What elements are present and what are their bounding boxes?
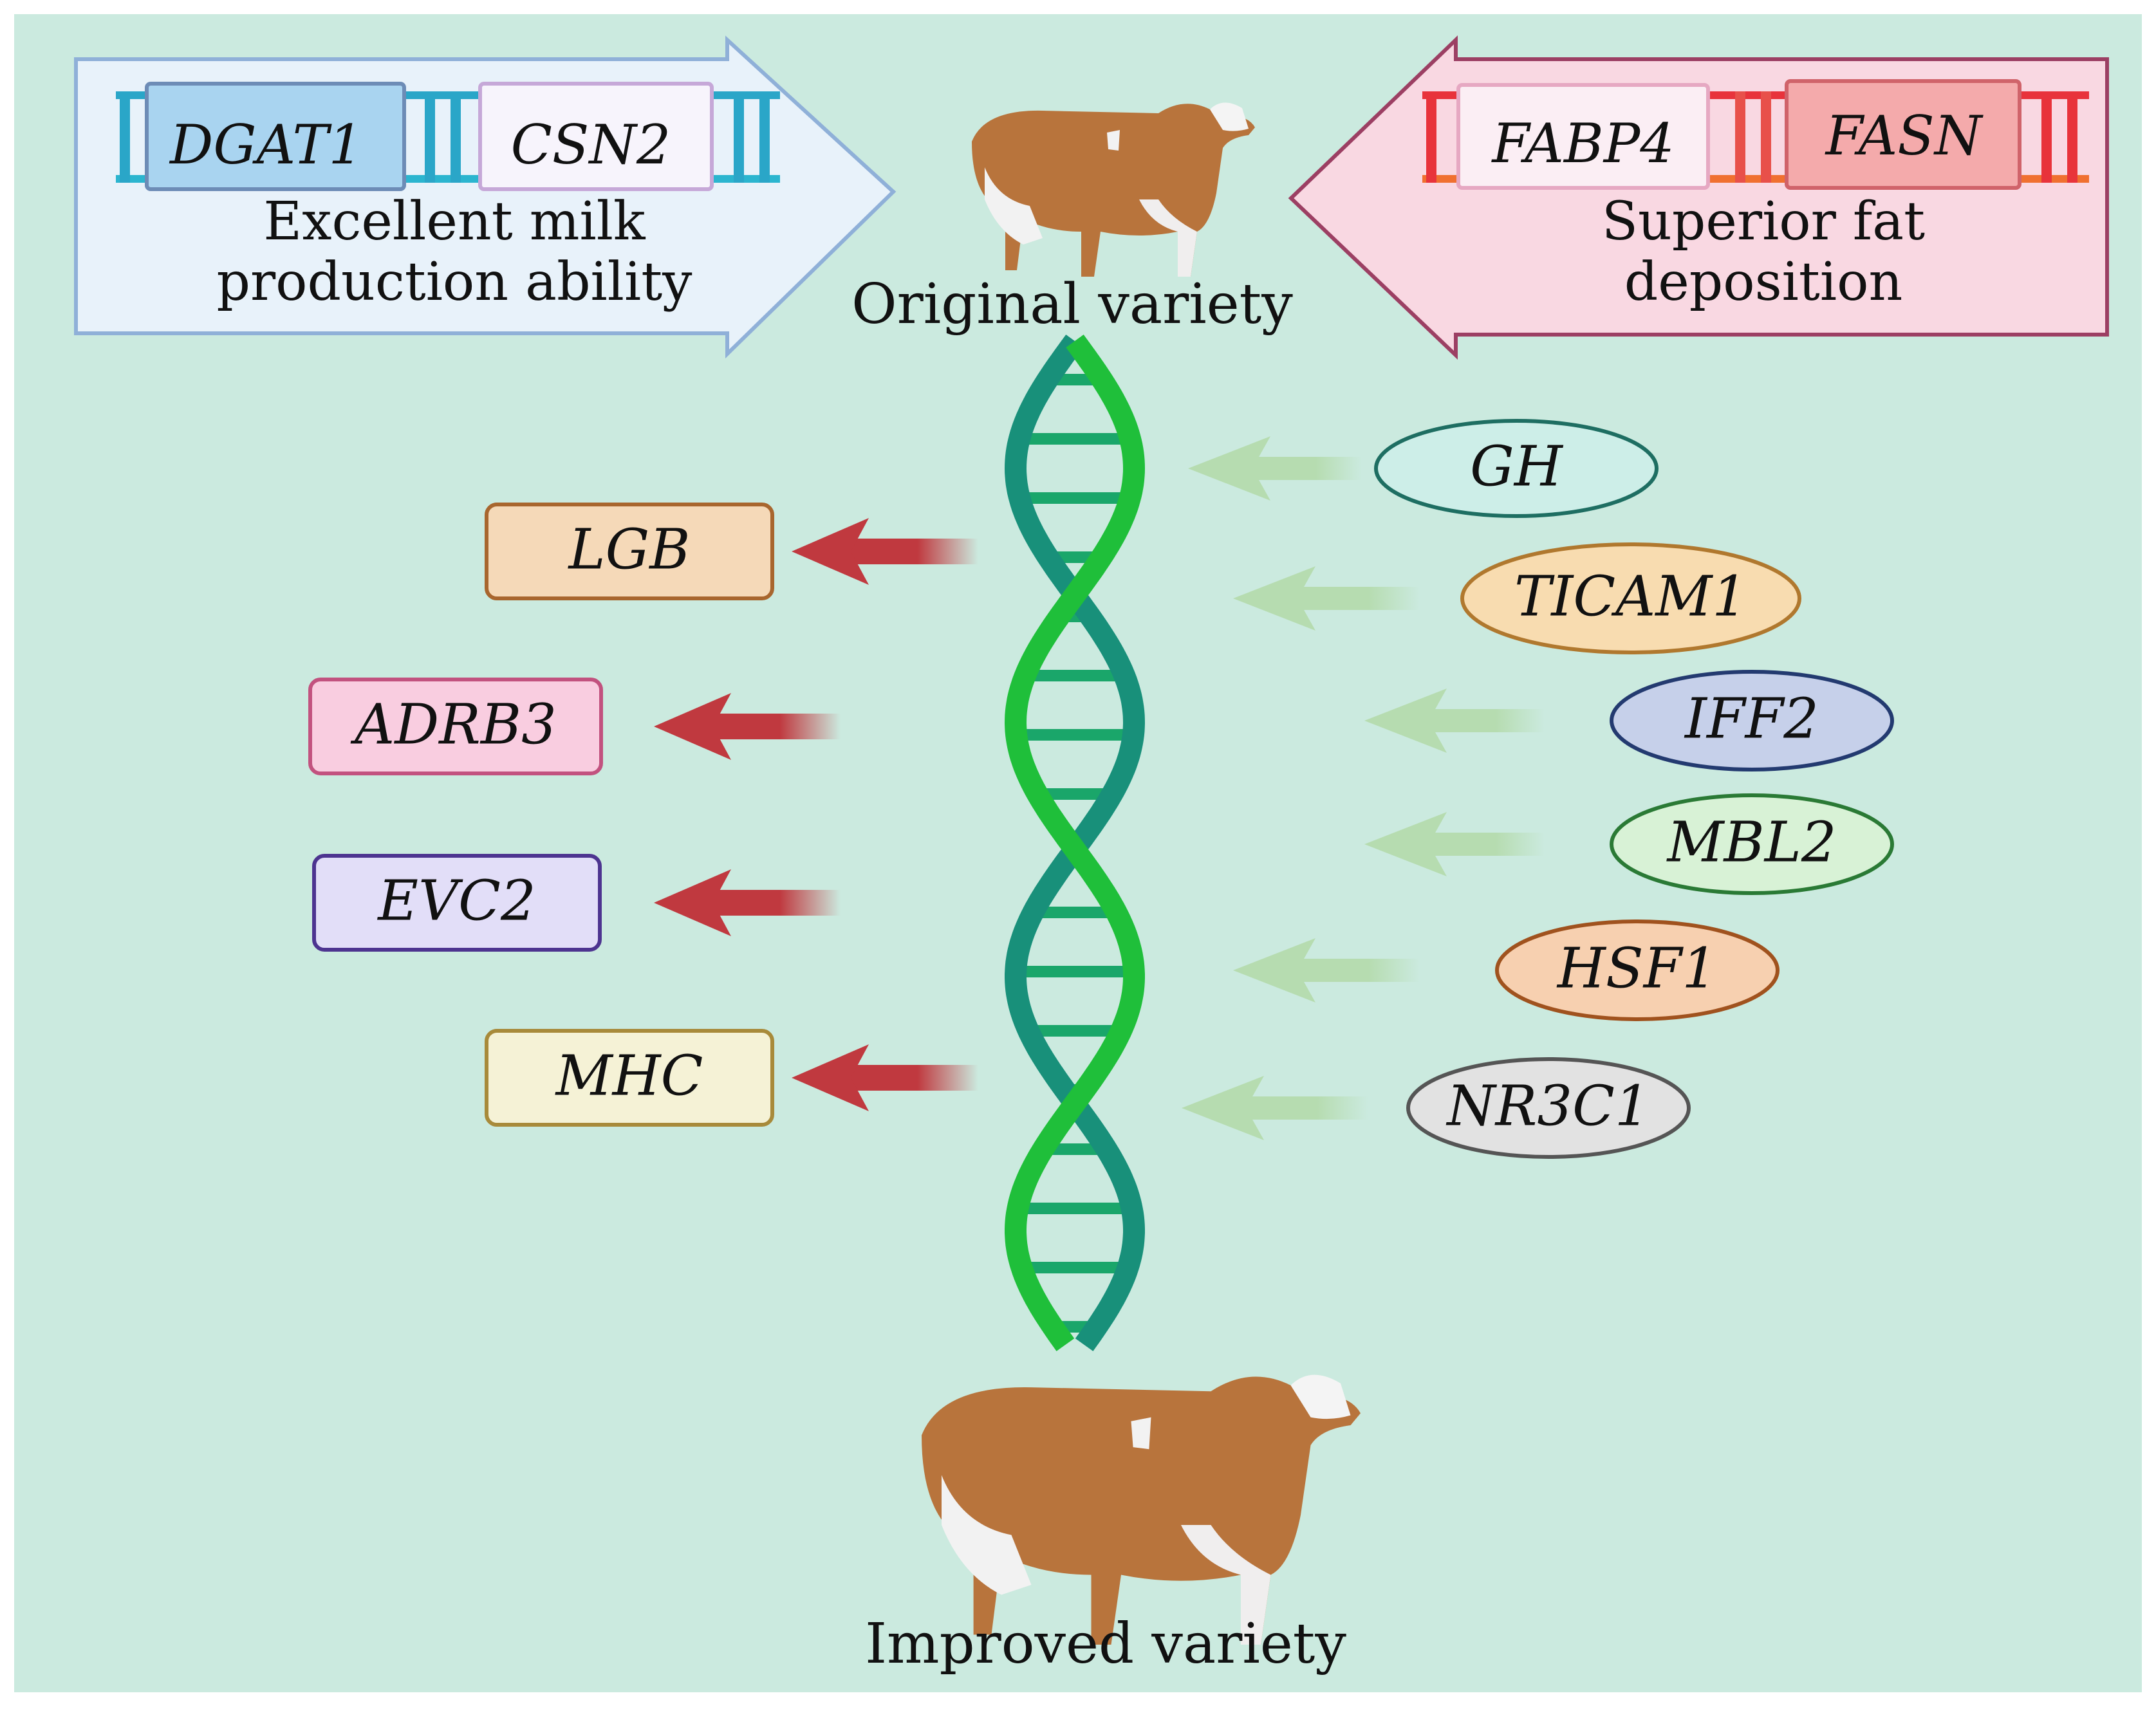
- up-arrow-shaft: [1291, 959, 1420, 982]
- fat-caption-line1: Superior fat: [1602, 191, 1925, 252]
- down-arrow-shaft: [843, 539, 978, 564]
- gene-node-nr3c1: NR3C1: [1182, 1057, 1691, 1159]
- fat-banner: FABP4 FASN Superior fat deposition: [1288, 35, 2109, 360]
- gene-label: MBL2: [1666, 811, 1836, 875]
- down-arrow-head-icon: [654, 693, 731, 760]
- up-arrow-head-icon: [1233, 938, 1315, 1002]
- gene-box: [485, 503, 774, 600]
- gene-label: EVC2: [376, 869, 535, 934]
- gene-label: NR3C1: [1445, 1075, 1650, 1139]
- gene-node-mhc: MHC: [485, 1029, 978, 1127]
- gene-ellipse: [1495, 919, 1780, 1021]
- gene-label: LGB: [567, 518, 690, 582]
- down-arrow-head-icon: [792, 518, 869, 585]
- gene-box: [308, 678, 603, 775]
- up-arrow-shaft: [1422, 709, 1545, 732]
- up-arrow-head-icon: [1364, 688, 1447, 753]
- gene-ellipse: [1610, 670, 1894, 771]
- milk-banner: DGAT1 CSN2 Excellent milk production abi…: [74, 35, 897, 359]
- gene-node-hsf1: HSF1: [1233, 919, 1780, 1021]
- improved-variety-label: Improved variety: [865, 1612, 1346, 1676]
- gene-node-evc2: EVC2: [312, 854, 841, 952]
- gene-label: TICAM1: [1514, 565, 1747, 629]
- gene-box-fabp4: [1456, 83, 1710, 190]
- gene-node-mbl2: MBL2: [1364, 793, 1894, 895]
- down-arrow-shaft: [843, 1065, 978, 1091]
- up-arrow-shaft: [1246, 457, 1362, 480]
- up-arrow-shaft: [1291, 587, 1420, 610]
- gene-label-dgat1: DGAT1: [169, 113, 363, 176]
- up-arrow-head-icon: [1364, 812, 1447, 876]
- gene-node-ticam1: TICAM1: [1233, 542, 1801, 654]
- fat-caption-line2: deposition: [1624, 252, 1903, 313]
- up-arrow-head-icon: [1188, 436, 1270, 501]
- gene-label: IFF2: [1684, 687, 1819, 752]
- gene-box: [485, 1029, 774, 1127]
- gene-label: ADRB3: [350, 693, 557, 757]
- milk-caption-line2: production ability: [216, 252, 692, 313]
- dna-strand-light: [1004, 334, 1146, 1351]
- gene-node-gh: GH: [1188, 419, 1659, 518]
- gene-ellipse: [1374, 419, 1659, 518]
- gene-ellipse: [1406, 1057, 1691, 1159]
- gene-box-dgat1: [145, 82, 406, 191]
- original-variety-label: Original variety: [851, 272, 1293, 337]
- gene-ellipse: [1460, 542, 1801, 654]
- gene-node-iff2: IFF2: [1364, 670, 1894, 771]
- gene-label-fabp4: FABP4: [1491, 112, 1674, 175]
- original-cow-icon: [972, 102, 1255, 277]
- milk-caption-line1: Excellent milk: [263, 191, 646, 252]
- up-arrow-shaft: [1422, 833, 1545, 856]
- dna-helix-icon: [1004, 334, 1146, 1351]
- gene-box-csn2: [478, 82, 714, 191]
- gene-box-fasn: [1785, 79, 2021, 190]
- gene-label: HSF1: [1556, 937, 1717, 1001]
- up-arrow-head-icon: [1233, 566, 1315, 631]
- gene-node-adrb3: ADRB3: [308, 678, 841, 775]
- down-arrow-shaft: [705, 890, 841, 916]
- gene-label-csn2: CSN2: [511, 113, 671, 176]
- down-arrow-head-icon: [792, 1044, 869, 1111]
- up-arrow-head-icon: [1182, 1076, 1264, 1140]
- gene-box: [312, 854, 602, 952]
- improved-cow-icon: [922, 1374, 1361, 1645]
- gene-label: MHC: [555, 1044, 703, 1109]
- gene-ellipse: [1610, 793, 1894, 895]
- up-arrow-shaft: [1240, 1096, 1368, 1120]
- gene-label: GH: [1470, 435, 1564, 499]
- down-arrow-head-icon: [654, 869, 731, 936]
- gene-label-fasn: FASN: [1825, 104, 1984, 167]
- gene-node-lgb: LGB: [485, 503, 978, 600]
- down-arrow-shaft: [705, 714, 841, 739]
